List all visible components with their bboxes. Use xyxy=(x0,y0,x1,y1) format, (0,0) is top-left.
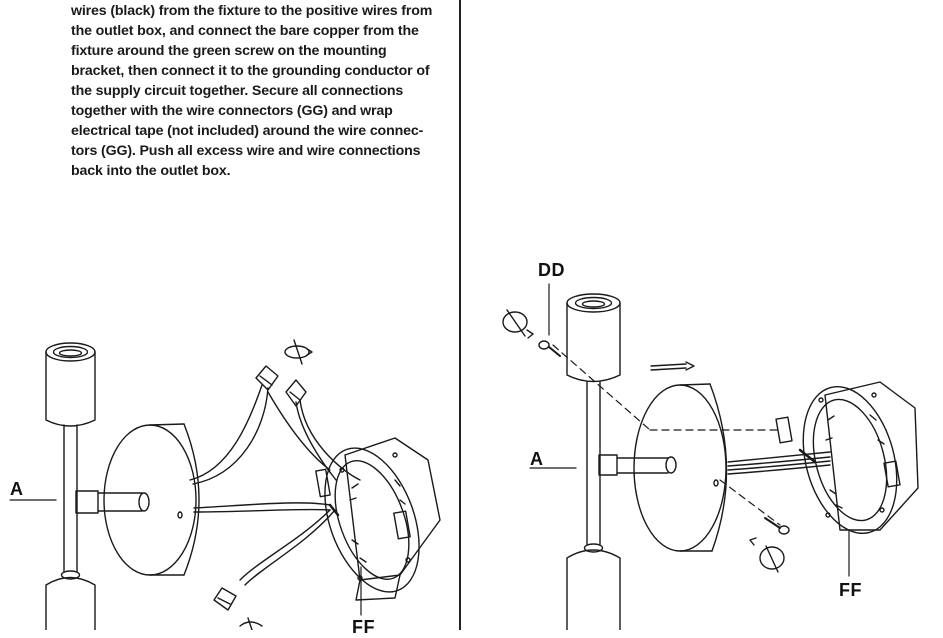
twist-arrow-icon-right-top xyxy=(502,309,534,339)
instruction-line: together with the wire connectors (GG) a… xyxy=(71,103,393,119)
instruction-line: the outlet box, and connect the bare cop… xyxy=(71,23,419,39)
canopy-disc xyxy=(103,423,200,576)
outlet-box-right xyxy=(775,381,919,535)
label-dd: DD xyxy=(538,260,565,280)
bottom-shade-cylinder xyxy=(45,576,96,630)
instruction-text: wires (black) from the fixture to the po… xyxy=(71,1,443,181)
vertical-stem xyxy=(60,424,81,580)
twist-arrow-icon-bottom xyxy=(239,617,263,630)
alignment-pin-arrow xyxy=(650,361,695,371)
instruction-line: bracket, then connect it to the groundin… xyxy=(71,63,430,79)
label-a-left: A xyxy=(10,479,24,499)
instruction-line: fixture around the green screw on the mo… xyxy=(71,43,387,59)
wire-connector-top-1 xyxy=(255,365,279,391)
outlet-box xyxy=(315,437,441,601)
instruction-line: wires (black) from the fixture to the po… xyxy=(71,3,433,19)
screw-dd xyxy=(538,340,561,357)
column-divider xyxy=(459,0,461,630)
wire-bundle-right xyxy=(727,451,831,475)
instruction-line: back into the outlet box. xyxy=(71,163,231,179)
alignment-dashes xyxy=(552,344,781,526)
instruction-line: the supply circuit together. Secure all … xyxy=(71,83,404,99)
instruction-line: electrical tape (not included) around th… xyxy=(71,123,424,139)
top-shade-cylinder xyxy=(45,342,96,427)
twist-arrow-icon xyxy=(284,339,313,365)
top-shade-cylinder-right xyxy=(566,293,621,383)
fixture-wires xyxy=(189,384,361,586)
canopy-disc-right xyxy=(633,383,728,552)
wire-connector-top-2 xyxy=(285,379,307,407)
vertical-stem-right xyxy=(583,381,604,553)
twist-arrow-icon-right-bottom xyxy=(749,537,785,573)
wire-connector-bottom xyxy=(213,587,237,611)
left-wiring-diagram xyxy=(9,339,441,630)
label-ff-right: FF xyxy=(839,580,862,600)
bottom-shade-cylinder-right xyxy=(566,549,621,630)
label-a-right: A xyxy=(530,449,544,469)
horizontal-arm-right xyxy=(598,454,677,476)
horizontal-arm xyxy=(75,490,150,514)
screw-lower xyxy=(764,517,790,535)
instruction-line: tors (GG). Push all excess wire and wire… xyxy=(71,143,421,159)
